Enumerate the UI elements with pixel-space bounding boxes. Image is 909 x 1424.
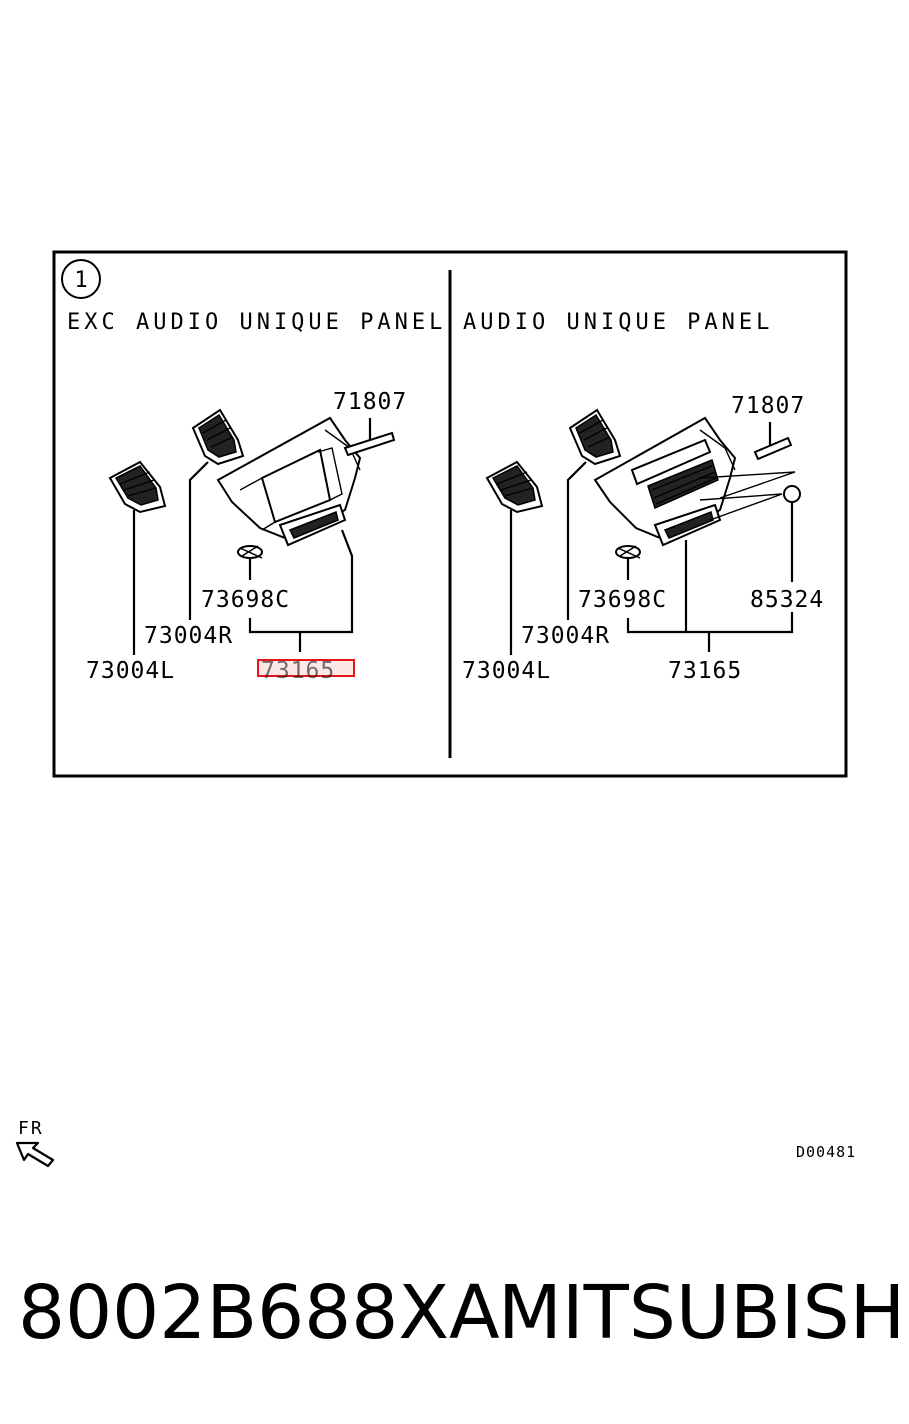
section-number: 1 bbox=[74, 268, 87, 293]
pointer-85324-b bbox=[699, 493, 783, 521]
trim-strip-71807-right bbox=[753, 436, 793, 461]
footer: 8002B688XA MITSUBISHI bbox=[0, 1270, 909, 1380]
direction-label: FR bbox=[18, 1118, 44, 1139]
diagram-frame bbox=[52, 250, 848, 778]
highlight-box-73165 bbox=[257, 659, 355, 677]
trim-strip-71807-left bbox=[343, 431, 396, 457]
label-73004r-left: 73004R bbox=[144, 623, 233, 649]
section-number-badge: 1 bbox=[61, 259, 101, 299]
drawing-code: D00481 bbox=[796, 1143, 856, 1161]
leader-73004r-left bbox=[188, 461, 209, 620]
right-air-vent-73004r-right bbox=[568, 408, 622, 466]
label-73165-left: 73165 bbox=[261, 658, 335, 684]
leader-73165-left bbox=[248, 529, 354, 634]
leader-73004r-right bbox=[566, 461, 587, 620]
label-73004r-right: 73004R bbox=[521, 623, 610, 649]
right-air-vent-73004r bbox=[191, 408, 245, 466]
pointer-85324 bbox=[699, 471, 796, 499]
clip-73698c-right bbox=[615, 545, 641, 559]
label-71807-right: 71807 bbox=[731, 393, 805, 419]
left-air-vent-73004l-right bbox=[485, 460, 544, 514]
label-73165-right: 73165 bbox=[668, 658, 742, 684]
brand-name: MITSUBISHI bbox=[498, 1270, 909, 1356]
label-85324: 85324 bbox=[750, 587, 824, 613]
left-air-vent-73004l bbox=[108, 460, 167, 514]
left-panel-header: EXC AUDIO UNIQUE PANEL bbox=[67, 310, 446, 335]
center-panel-73165-left bbox=[216, 416, 362, 547]
front-arrow-icon bbox=[15, 1141, 55, 1168]
label-73004l-left: 73004L bbox=[86, 658, 175, 684]
button-85324 bbox=[783, 485, 801, 503]
label-73698c-right: 73698C bbox=[578, 587, 667, 613]
part-number: 8002B688XA bbox=[18, 1270, 500, 1356]
label-73004l-right: 73004L bbox=[462, 658, 551, 684]
right-panel-header: AUDIO UNIQUE PANEL bbox=[463, 310, 773, 335]
label-73698c-left: 73698C bbox=[201, 587, 290, 613]
clip-73698c-left bbox=[237, 545, 263, 559]
center-panel-73165-right bbox=[593, 416, 737, 547]
leader-73165-right bbox=[626, 612, 794, 634]
label-71807-left: 71807 bbox=[333, 389, 407, 415]
